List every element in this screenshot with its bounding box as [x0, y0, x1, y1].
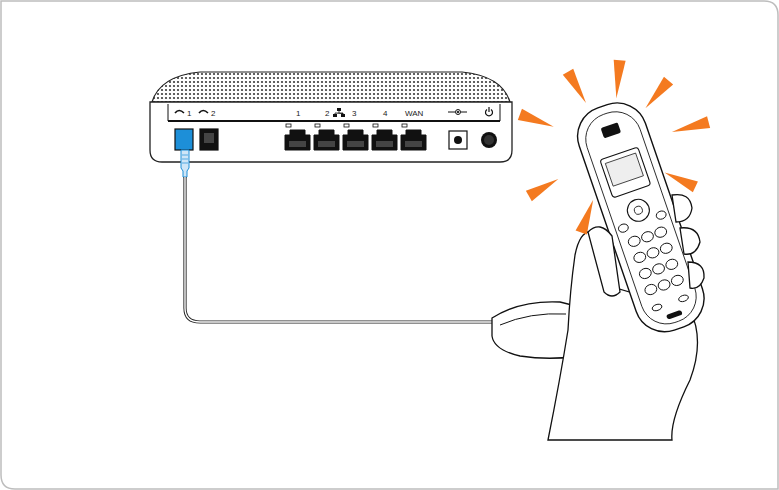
phone-port-blue	[175, 129, 193, 150]
port-led	[373, 124, 378, 127]
port-contacts	[405, 141, 422, 147]
key	[659, 242, 674, 255]
network-icon	[333, 108, 345, 117]
key	[653, 226, 668, 239]
lan-port-number: 3	[351, 109, 357, 118]
router-panel	[150, 102, 512, 162]
ethernet-port	[343, 130, 368, 150]
port-contacts	[347, 141, 364, 147]
phone-cable	[181, 150, 512, 332]
cordless-phone	[569, 95, 712, 340]
port-contacts	[318, 141, 335, 147]
key	[617, 223, 629, 234]
key	[627, 235, 642, 248]
power-button-symbol	[486, 107, 493, 116]
ethernet-port	[372, 130, 397, 150]
key	[651, 262, 666, 275]
phone-icon	[175, 111, 184, 114]
key	[670, 274, 685, 287]
ring-ray	[645, 77, 673, 108]
ethernet-port	[285, 130, 310, 150]
key	[655, 210, 667, 221]
power-jack	[449, 131, 467, 149]
lan-port-number: 4	[382, 109, 388, 118]
port-contacts	[376, 141, 393, 147]
port-led	[315, 124, 320, 127]
key	[640, 230, 655, 243]
key	[651, 303, 662, 312]
fingers	[588, 195, 704, 296]
port-led	[402, 124, 407, 127]
ethernet-port	[401, 130, 426, 150]
key	[657, 278, 672, 291]
phone-port-number: 2	[210, 109, 216, 118]
phone-icon	[199, 111, 208, 114]
ring-ray	[563, 69, 586, 103]
key	[646, 246, 661, 259]
lan-port-number: 2	[324, 109, 330, 118]
key	[638, 267, 653, 280]
ethernet-port	[314, 130, 339, 150]
key	[644, 283, 659, 296]
router-top	[152, 72, 510, 102]
lan-port-number: 1	[295, 109, 301, 118]
wan-port-label: WAN	[404, 109, 424, 118]
port-led	[344, 124, 349, 127]
ethernet-ports	[285, 124, 426, 150]
port-led	[286, 124, 291, 127]
port-contacts	[289, 141, 306, 147]
ring-ray	[614, 60, 626, 98]
power-button	[481, 132, 497, 148]
power-jack-symbol	[448, 110, 467, 115]
ring-ray	[665, 173, 698, 193]
phone-port	[200, 129, 218, 150]
key	[678, 294, 689, 303]
ring-ray	[672, 116, 710, 132]
key	[632, 251, 647, 264]
phone-port-number: 1	[186, 109, 192, 118]
ring-ray	[518, 109, 554, 127]
key	[664, 258, 679, 271]
ring-ray	[526, 179, 558, 201]
panel-line	[168, 120, 500, 122]
